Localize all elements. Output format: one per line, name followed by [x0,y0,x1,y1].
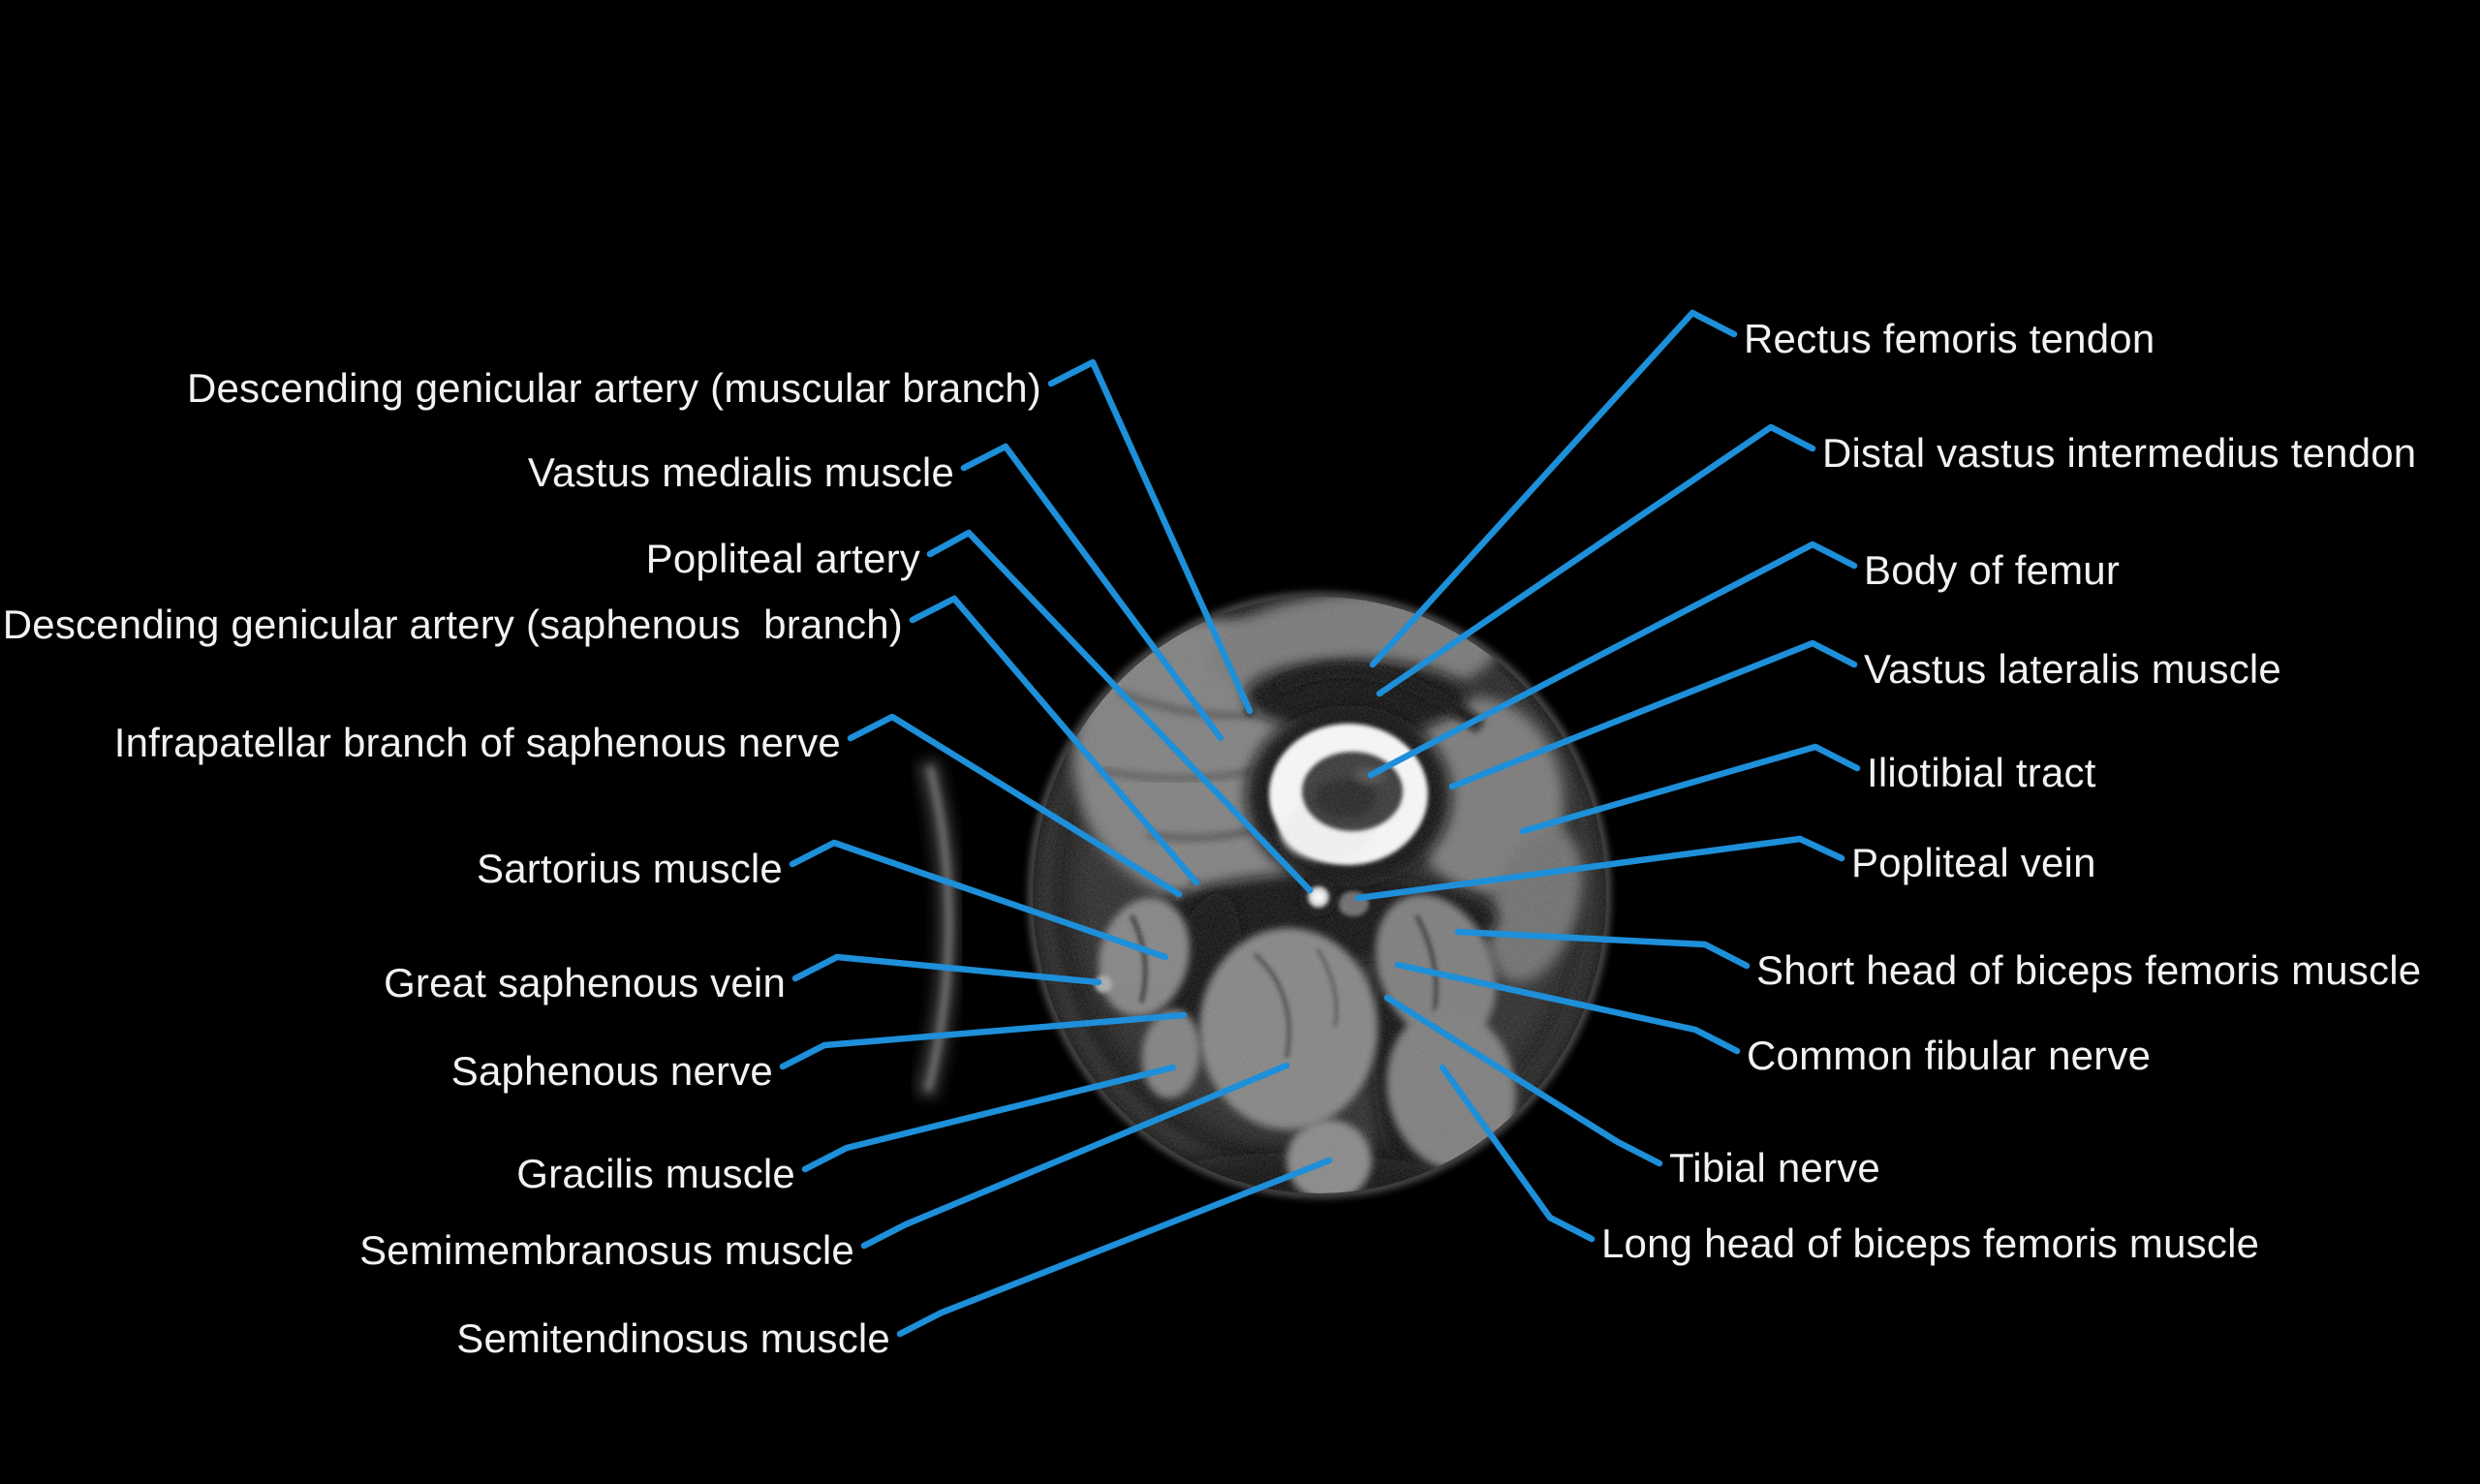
leader-line-sartorius-muscle [789,839,1169,961]
leader-line-vastus-lateralis-muscle [1448,639,1858,790]
leader-line-great-saphenous-vein [791,953,1102,986]
leader-line-vastus-medialis-muscle [960,443,1224,742]
leader-line-body-of-femur [1367,541,1858,779]
contralateral-leg-edge [914,757,960,1100]
thigh-interior [1033,597,1606,1193]
leader-line-short-head-of-biceps-femoris-muscle [1454,928,1751,970]
leader-line-saphenous-nerve [779,1011,1188,1070]
leader-line-rectus-femoris-tendon [1369,309,1738,668]
leader-line-distal-vastus-intermedius-tendon [1376,423,1816,697]
leader-line-popliteal-artery [926,529,1314,894]
leader-line-long-head-of-biceps-femoris-muscle [1439,1064,1596,1243]
leader-line-infrapatellar-branch-of-saphenous-nerve [847,713,1183,898]
leader-line-gracilis-muscle [801,1064,1177,1173]
leader-lines [779,309,1861,1338]
leader-line-semimembranosus-muscle [860,1062,1290,1250]
leader-line-popliteal-vein [1354,835,1845,902]
leader-line-iliotibial-tract [1519,743,1861,835]
leader-line-descending-genicular-artery-muscular-branch [1047,358,1254,715]
leader-line-tibial-nerve [1383,994,1663,1167]
ct-scan [779,309,1861,1338]
leader-line-semitendinosus-muscle [896,1157,1333,1338]
leader-line-descending-genicular-artery-saphenous-branch [909,595,1200,886]
leader-line-common-fibular-nerve [1394,961,1741,1055]
